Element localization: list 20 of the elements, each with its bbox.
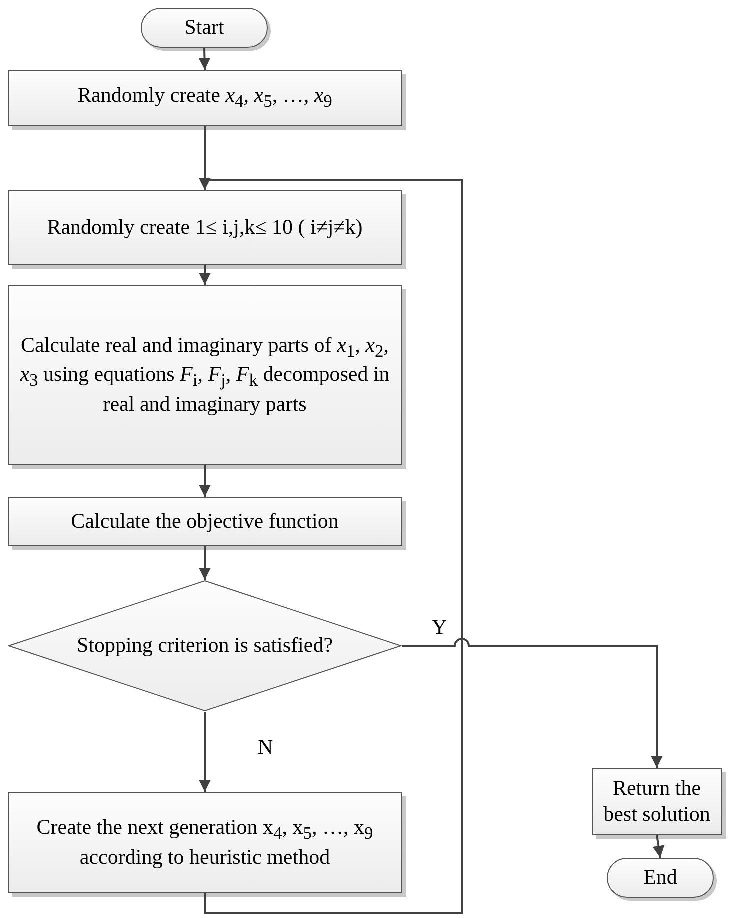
decision-diamond [8, 580, 402, 712]
terminal-shape [607, 858, 714, 898]
arrow [199, 178, 463, 914]
arrow [199, 265, 211, 285]
node-text: End [642, 865, 678, 891]
node-text: Calculate real and imaginary parts of x$_{1}$, x$_{2}$, x$_{3}$ using equations F$_{i}$, F$_{j}$, F$_{k}$ decomposed in real and imaginary parts [19, 333, 391, 417]
arrow [199, 465, 211, 497]
arrow [198, 48, 211, 70]
arrow [199, 712, 211, 792]
node-text: Calculate the objective function [70, 508, 340, 534]
node-text: Randomly create 1≤ i,j,k≤ 10 ( i≠j≠k) [46, 214, 364, 240]
node-text: Start [184, 15, 226, 41]
node-text: Randomly create x$_{4}$, x$_{5}$, …, x$_{9}$ [76, 83, 334, 113]
arrow [199, 546, 211, 580]
node-text: Create the next generation x$_{4}$, x$_{5}$, …, x$_{9}$ according to heuristic method [36, 815, 374, 870]
arrow [402, 638, 663, 768]
terminal-shape [141, 8, 268, 48]
arrow [652, 834, 665, 858]
node-text: Stopping criterion is satisfied? [76, 633, 334, 659]
node-text: Return the best solution [602, 776, 712, 827]
